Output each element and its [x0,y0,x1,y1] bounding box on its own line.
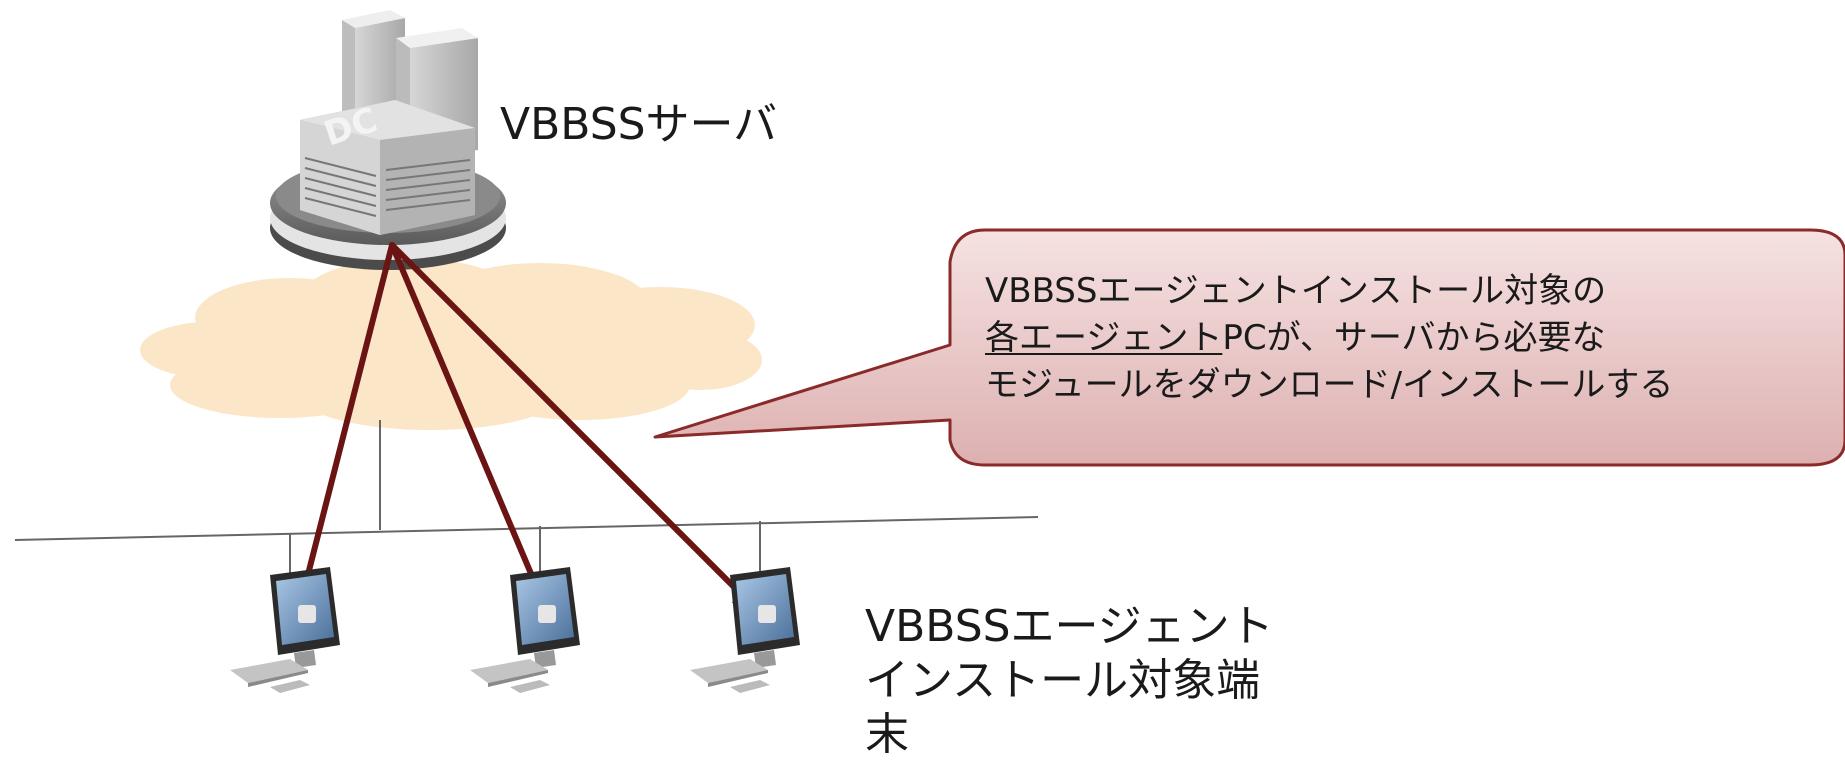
network-bus-line [14,420,1039,580]
desktop-pc-icon [470,567,580,693]
datacenter-server-icon: DC [270,10,506,270]
download-arrows [294,242,759,612]
agent-label-line-2: インストール対象端 [865,655,1261,706]
callout-line-2-rest: PCが、サーバから必要な [1222,318,1606,358]
callout-line-1: VBBSSエージェントインストール対象の [985,271,1607,311]
arrow-to-pc-3 [389,242,759,612]
callout-underlined-term: 各エージェント [985,318,1223,358]
arrow-to-pc-2 [389,242,547,607]
cloud-icon [140,258,762,430]
callout-line-3: モジュールをダウンロード/インストールする [985,365,1674,405]
server-label: VBBSSサーバ [500,99,778,150]
callout-line-2: 各エージェントPCが、サーバから必要な [985,315,1673,362]
arrow-to-pc-1 [294,242,395,603]
desktop-pc-icon [230,567,340,693]
callout-text: VBBSSエージェントインストール対象の 各エージェントPCが、サーバから必要な… [985,268,1673,409]
desktop-pc-icon [690,567,800,693]
agent-label-line-1: VBBSSエージェント [865,601,1274,652]
agent-label-line-3: 末 [865,709,909,760]
agent-terminal-label: VBBSSエージェント インストール対象端 末 [865,600,1274,762]
callout-bubble [653,228,1845,467]
